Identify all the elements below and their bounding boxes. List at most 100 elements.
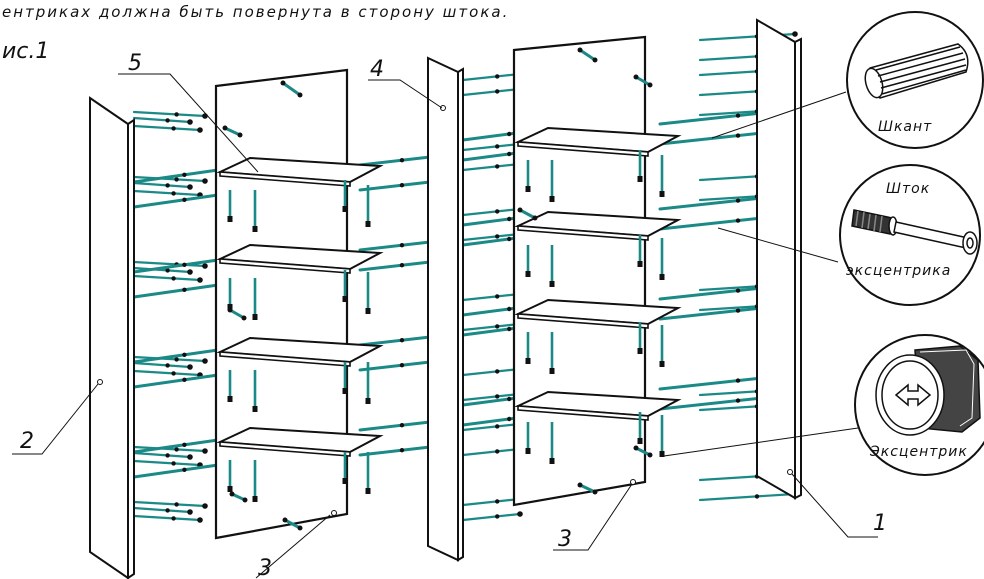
- pin-end: [525, 448, 531, 454]
- callout-rod: Шток эксцентрика: [839, 164, 981, 306]
- rod-mark: [735, 308, 741, 313]
- pin-end: [659, 361, 665, 367]
- rod: [132, 175, 207, 183]
- rod: [132, 369, 202, 377]
- pin-end: [637, 176, 643, 182]
- rod-end: [187, 184, 193, 190]
- dowel-end: [297, 525, 303, 531]
- rod-mark: [495, 514, 500, 519]
- pin-end: [637, 261, 643, 267]
- rod-mark: [399, 363, 405, 368]
- rod-mark: [174, 357, 179, 362]
- pin-end: [252, 226, 258, 232]
- dowel-end: [280, 80, 286, 86]
- rod: [461, 497, 522, 507]
- rod-mark: [165, 508, 170, 513]
- rod-mark: [174, 177, 179, 182]
- rod-end: [187, 454, 193, 460]
- rod-mark: [165, 118, 170, 123]
- rod: [358, 335, 432, 347]
- pin-end: [659, 274, 665, 280]
- rod: [358, 240, 432, 252]
- callout-rod-label-1: Шток: [886, 181, 930, 197]
- rod: [132, 116, 192, 124]
- rod-mark: [171, 461, 176, 466]
- rod: [461, 512, 522, 522]
- rod-mark: [165, 453, 170, 458]
- rod-mark: [507, 131, 512, 137]
- callout-cam-label: Эксцентрик: [869, 444, 968, 460]
- rod: [132, 283, 220, 299]
- pin-end: [342, 388, 348, 394]
- dowel: [579, 483, 596, 494]
- pin-end: [342, 296, 348, 302]
- dowel-end: [633, 74, 639, 80]
- rod: [132, 463, 220, 479]
- part-number-1: 1: [873, 511, 887, 536]
- shelf-edge: [517, 313, 649, 329]
- part-number-5: 5: [128, 51, 142, 76]
- leader-lines: [12, 73, 878, 579]
- rod: [132, 258, 220, 274]
- rod: [358, 180, 432, 192]
- rod: [132, 500, 207, 508]
- dowel: [519, 208, 536, 220]
- dowel: [229, 308, 245, 320]
- rod-end: [197, 517, 203, 523]
- rod: [358, 445, 432, 457]
- part-number-2: 2: [20, 429, 34, 454]
- rod: [132, 459, 202, 467]
- pin-end: [549, 281, 555, 287]
- part-number-3-left: 3: [258, 556, 272, 579]
- rod-end: [517, 511, 523, 517]
- rod-mark: [735, 398, 741, 403]
- pin-end: [549, 368, 555, 374]
- pin-end: [252, 314, 258, 320]
- pin-end: [525, 358, 531, 364]
- rod-mark: [735, 378, 741, 383]
- rod-end: [202, 178, 208, 184]
- rod: [132, 168, 220, 184]
- rod: [358, 420, 432, 432]
- dowel: [635, 446, 651, 457]
- rod: [358, 155, 432, 167]
- rod: [132, 451, 192, 459]
- shelf-edge: [517, 405, 649, 421]
- dowel-end: [282, 517, 288, 523]
- rod-mark: [495, 209, 500, 214]
- middle-panel-4: [427, 56, 464, 562]
- dowel-end: [237, 132, 243, 138]
- rod: [461, 292, 522, 302]
- rod: [461, 447, 522, 457]
- rod-end: [187, 364, 193, 370]
- dowel-end: [297, 92, 303, 98]
- rod: [132, 274, 202, 282]
- back-panel-left: [214, 68, 349, 540]
- dowel-end: [577, 47, 583, 53]
- rod-mark: [507, 416, 512, 422]
- rod: [461, 142, 522, 152]
- rod: [461, 367, 522, 377]
- rod-mark: [182, 287, 187, 292]
- rod-mark: [399, 263, 405, 268]
- part-number-4: 4: [370, 57, 384, 82]
- rod-mark: [399, 423, 405, 428]
- callout-rod-label-2: эксцентрика: [846, 263, 951, 279]
- pin-end: [549, 196, 555, 202]
- rod: [358, 260, 432, 272]
- rod-mark: [171, 126, 176, 131]
- rod-mark: [495, 164, 500, 169]
- rod-mark: [182, 172, 187, 177]
- pin-end: [252, 406, 258, 412]
- dowel: [282, 81, 301, 97]
- rod-icon: [851, 209, 978, 255]
- rod: [461, 207, 522, 217]
- shelves-right: [514, 126, 682, 421]
- figure-label: ис.1: [2, 39, 49, 64]
- rod: [132, 110, 207, 118]
- rod: [461, 392, 522, 402]
- pin-end: [365, 308, 371, 314]
- header-note: ентриках должна быть повернута в сторону…: [2, 3, 509, 21]
- shelf-edge: [517, 141, 649, 157]
